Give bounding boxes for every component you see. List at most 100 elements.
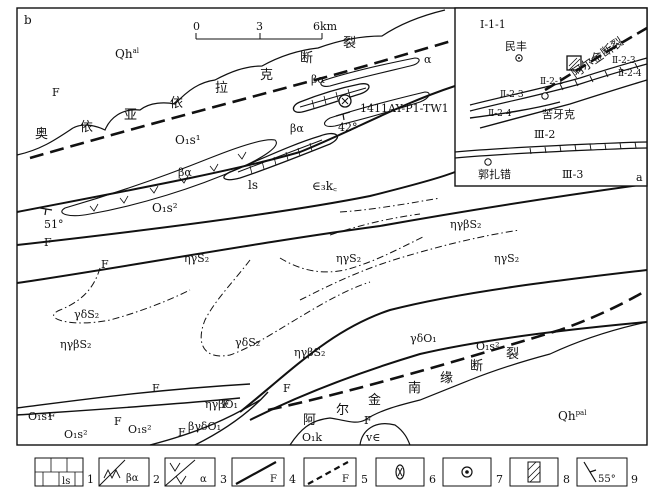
- legend-item-5: F 5: [303, 457, 368, 487]
- fault-mark-3: F: [101, 258, 109, 271]
- fault-line-1: [16, 85, 456, 213]
- inset-zone-ii24b: Ⅱ-2-4: [618, 69, 642, 79]
- inset-belt-south: [454, 141, 648, 159]
- fault-north-char-1: 依: [80, 120, 93, 135]
- basalt-lens-north: [320, 57, 430, 127]
- inset-panel-label: a: [636, 171, 643, 184]
- unit-ba-2: βα: [178, 166, 192, 179]
- legend-label-9: 55°: [598, 474, 616, 485]
- unit-igs-1: ηγS₂: [184, 252, 209, 265]
- dip-symbol-51: [39, 207, 53, 216]
- fault-line-8: [149, 399, 261, 446]
- legend-item-7: 7: [442, 457, 503, 487]
- unit-alpha: α: [424, 53, 432, 66]
- unit-qh-se: Qhpal: [558, 409, 587, 423]
- unit-ls: ls: [248, 178, 258, 192]
- fault-mark-6: F: [152, 382, 160, 395]
- unit-gds-2: γδS₂: [235, 336, 260, 349]
- legend-num-2: 2: [153, 473, 160, 486]
- fault-north-char-4: 拉: [215, 81, 228, 96]
- fault-line-6: [16, 383, 251, 409]
- unit-qh-nw: Qhal: [115, 47, 140, 61]
- inset-town-label-1: 民丰: [505, 40, 527, 53]
- unit-o1s2-sw: O₁s²: [64, 428, 87, 441]
- fault-south-char-1: 尔: [336, 403, 349, 418]
- legend-num-7: 7: [496, 473, 503, 486]
- fault-line-3: [16, 183, 648, 284]
- fault-south-char-2: 金: [368, 392, 381, 408]
- unit-o1s2-north: O₁s²: [152, 201, 178, 215]
- legend-label-5: F: [342, 474, 349, 485]
- limestone-lens-lower: [292, 83, 370, 113]
- unit-o1s2-mid: O₁s²: [128, 423, 151, 436]
- unit-igs-3: ηγS₂: [494, 252, 519, 265]
- legend: ls 1 βα 2 α 3 F 4: [34, 457, 638, 487]
- main-map: b 0 3 6km: [16, 7, 648, 446]
- unit-ba-3: βα: [311, 73, 325, 86]
- unit-gbo: ηγβO₁: [205, 398, 238, 411]
- fault-mark-5: F: [114, 415, 122, 428]
- intrusive-contacts: [53, 197, 521, 357]
- scale-tick-6km: 6km: [313, 20, 338, 33]
- inset-zone-i11: Ⅰ-1-1: [480, 18, 506, 31]
- fault-line-2: [16, 171, 456, 246]
- unit-ba-1: βα: [290, 122, 304, 135]
- inset-study-area-box: [566, 55, 582, 71]
- fault-mark-7: F: [222, 398, 230, 411]
- unit-igbs-2: ηγβS₂: [60, 338, 91, 351]
- main-map-frame: [16, 7, 648, 446]
- inset-belt-north: [469, 57, 648, 112]
- dip-42: 42°: [338, 121, 358, 134]
- legend-item-3: α 3: [164, 457, 227, 487]
- unit-o1s2-east: O₁s²: [476, 340, 499, 353]
- fault-mark-10: F: [178, 426, 186, 439]
- fault-north-char-0: 奥: [35, 127, 48, 142]
- fault-mark-1: F: [52, 86, 60, 99]
- unit-o1s1-sw: O₁s¹: [28, 410, 51, 423]
- legend-num-8: 8: [563, 473, 570, 486]
- unit-gdo: γδO₁: [410, 332, 437, 345]
- legend-label-3: α: [200, 474, 207, 485]
- fault-mark-9: F: [364, 414, 372, 427]
- legend-num-9: 9: [631, 473, 638, 486]
- fault-north-char-2: 亚: [124, 108, 137, 123]
- inset-town-label-2: 苦牙克: [542, 108, 575, 121]
- fault-south-char-0: 阿: [303, 413, 316, 428]
- unit-igs-2: ηγS₂: [336, 252, 361, 265]
- sample-location-marker: [338, 94, 352, 108]
- unit-gds-1: γδS₂: [74, 308, 99, 321]
- inset-zone-ii23: Ⅱ-2-3: [500, 90, 524, 100]
- unit-ve: v∈: [365, 431, 380, 444]
- inset-town-label-3: 郭扎错: [478, 167, 511, 181]
- fault-north-char-5: 克: [260, 68, 273, 83]
- legend-item-4: F 4: [231, 457, 296, 487]
- fault-line-9: [194, 391, 269, 446]
- unit-o1s1-north: O₁s¹: [175, 133, 201, 147]
- fault-south-char-3: 南: [408, 380, 421, 396]
- legend-label-2: βα: [126, 473, 139, 484]
- legend-label-1: ls: [62, 476, 70, 487]
- legend-num-4: 4: [289, 473, 296, 486]
- fault-line-7: [16, 397, 241, 416]
- unit-igbs-1: ηγβS₂: [450, 218, 481, 231]
- south-dashed-fault: [267, 288, 648, 412]
- fault-mark-2: F: [44, 236, 52, 249]
- inset-town-marker-3: [484, 158, 492, 166]
- basalt-lens-west: [61, 139, 277, 217]
- fault-line-5: [249, 321, 648, 421]
- fault-mark-8: F: [283, 382, 291, 395]
- fault-north-char-7: 裂: [343, 36, 356, 51]
- inset-town-marker-2: [541, 92, 549, 100]
- inset-inner-lines: [469, 79, 648, 129]
- legend-item-1: ls 1: [34, 457, 94, 487]
- inset-zone-iii3: Ⅲ-3: [562, 168, 583, 181]
- v-cambrian-boundary: [359, 423, 411, 446]
- inset-zone-ii21: Ⅱ-2-1: [540, 77, 564, 87]
- limestone-lens-upper: [223, 132, 339, 181]
- inset-zone-ii24: Ⅱ-2-4: [488, 109, 512, 119]
- fault-south-char-5: 断: [470, 359, 483, 374]
- qh-boundary-north: [16, 9, 446, 156]
- fault-south-char-4: 缘: [440, 371, 453, 386]
- unit-bgdo: βγδO₁: [188, 420, 221, 433]
